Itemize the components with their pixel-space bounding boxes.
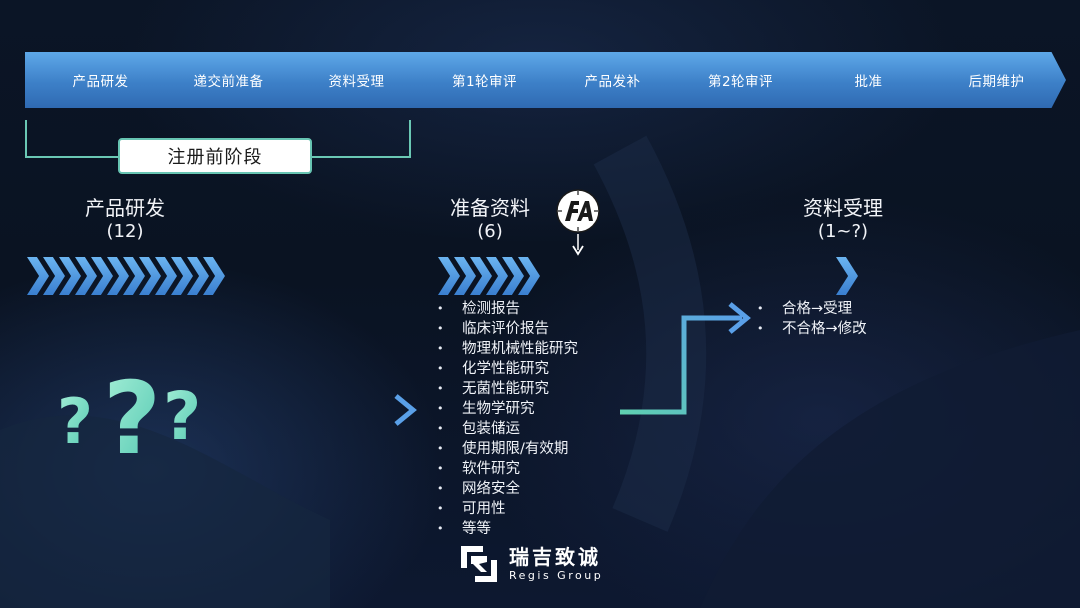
svg-text:?: ?	[103, 360, 161, 475]
process-step-4: 第1轮审评	[409, 52, 554, 108]
list-item: 不合格→修改	[757, 319, 867, 339]
svg-text:?: ?	[57, 385, 93, 458]
process-step-1: 产品研发	[25, 52, 170, 108]
list-item: 物理机械性能研究	[437, 339, 578, 359]
dev-title-text: 产品研发	[85, 196, 165, 220]
list-item: 软件研究	[437, 459, 578, 479]
prep-item-list: 检测报告临床评价报告物理机械性能研究化学性能研究无菌性能研究生物学研究包装储运使…	[437, 299, 578, 539]
chevron-arrow-icon	[438, 257, 460, 295]
list-item: 可用性	[437, 499, 578, 519]
fa-compass-icon	[556, 189, 600, 256]
dev-chevron-row	[27, 257, 225, 295]
chevron-arrow-icon	[27, 257, 49, 295]
process-timeline: 产品研发 递交前准备 资料受理 第1轮审评 产品发补 第2轮审评 批准 后期维护	[25, 52, 1066, 108]
process-step-7: 批准	[793, 52, 938, 108]
regis-logo: 瑞吉致诚 Regis Group	[457, 540, 632, 588]
regis-logo-icon	[461, 546, 497, 582]
list-item: 等等	[437, 519, 578, 539]
list-item: 网络安全	[437, 479, 578, 499]
list-item: 生物学研究	[437, 399, 578, 419]
list-item: 检测报告	[437, 299, 578, 319]
list-item: 化学性能研究	[437, 359, 578, 379]
prep-chevron-row	[438, 257, 540, 295]
accept-item-list: 合格→受理不合格→修改	[757, 299, 867, 339]
question-marks-icon: ? ? ?	[57, 360, 201, 475]
accept-title-text: 资料受理	[803, 196, 883, 220]
process-step-3: 资料受理	[281, 52, 426, 108]
phase-label: 注册前阶段	[118, 138, 312, 174]
chevron-arrow-icon	[836, 257, 858, 295]
list-item: 使用期限/有效期	[437, 439, 578, 459]
process-step-5: 产品发补	[537, 52, 682, 108]
process-step-6: 第2轮审评	[665, 52, 810, 108]
process-step-2: 递交前准备	[153, 52, 298, 108]
list-item: 包装储运	[437, 419, 578, 439]
arrow-prep-to-accept	[620, 302, 751, 415]
accept-count: (1~?)	[817, 221, 869, 242]
logo-english-name: Regis Group	[509, 569, 604, 582]
logo-chinese-name: 瑞吉致诚	[509, 545, 601, 569]
list-item: 无菌性能研究	[437, 379, 578, 399]
prep-title: 准备资料 (6)	[430, 196, 550, 244]
list-item: 临床评价报告	[437, 319, 578, 339]
svg-text:?: ?	[163, 378, 201, 455]
accept-title: 资料受理 (1~?)	[783, 196, 903, 244]
list-item: 合格→受理	[757, 299, 867, 319]
prep-title-text: 准备资料	[450, 196, 530, 220]
process-step-8: 后期维护	[921, 52, 1066, 108]
arrow-dev-to-prep	[242, 394, 417, 426]
dev-count: (12)	[106, 221, 144, 242]
prep-count: (6)	[477, 221, 503, 242]
accept-chevron-row	[836, 257, 858, 295]
dev-title: 产品研发 (12)	[65, 196, 185, 244]
